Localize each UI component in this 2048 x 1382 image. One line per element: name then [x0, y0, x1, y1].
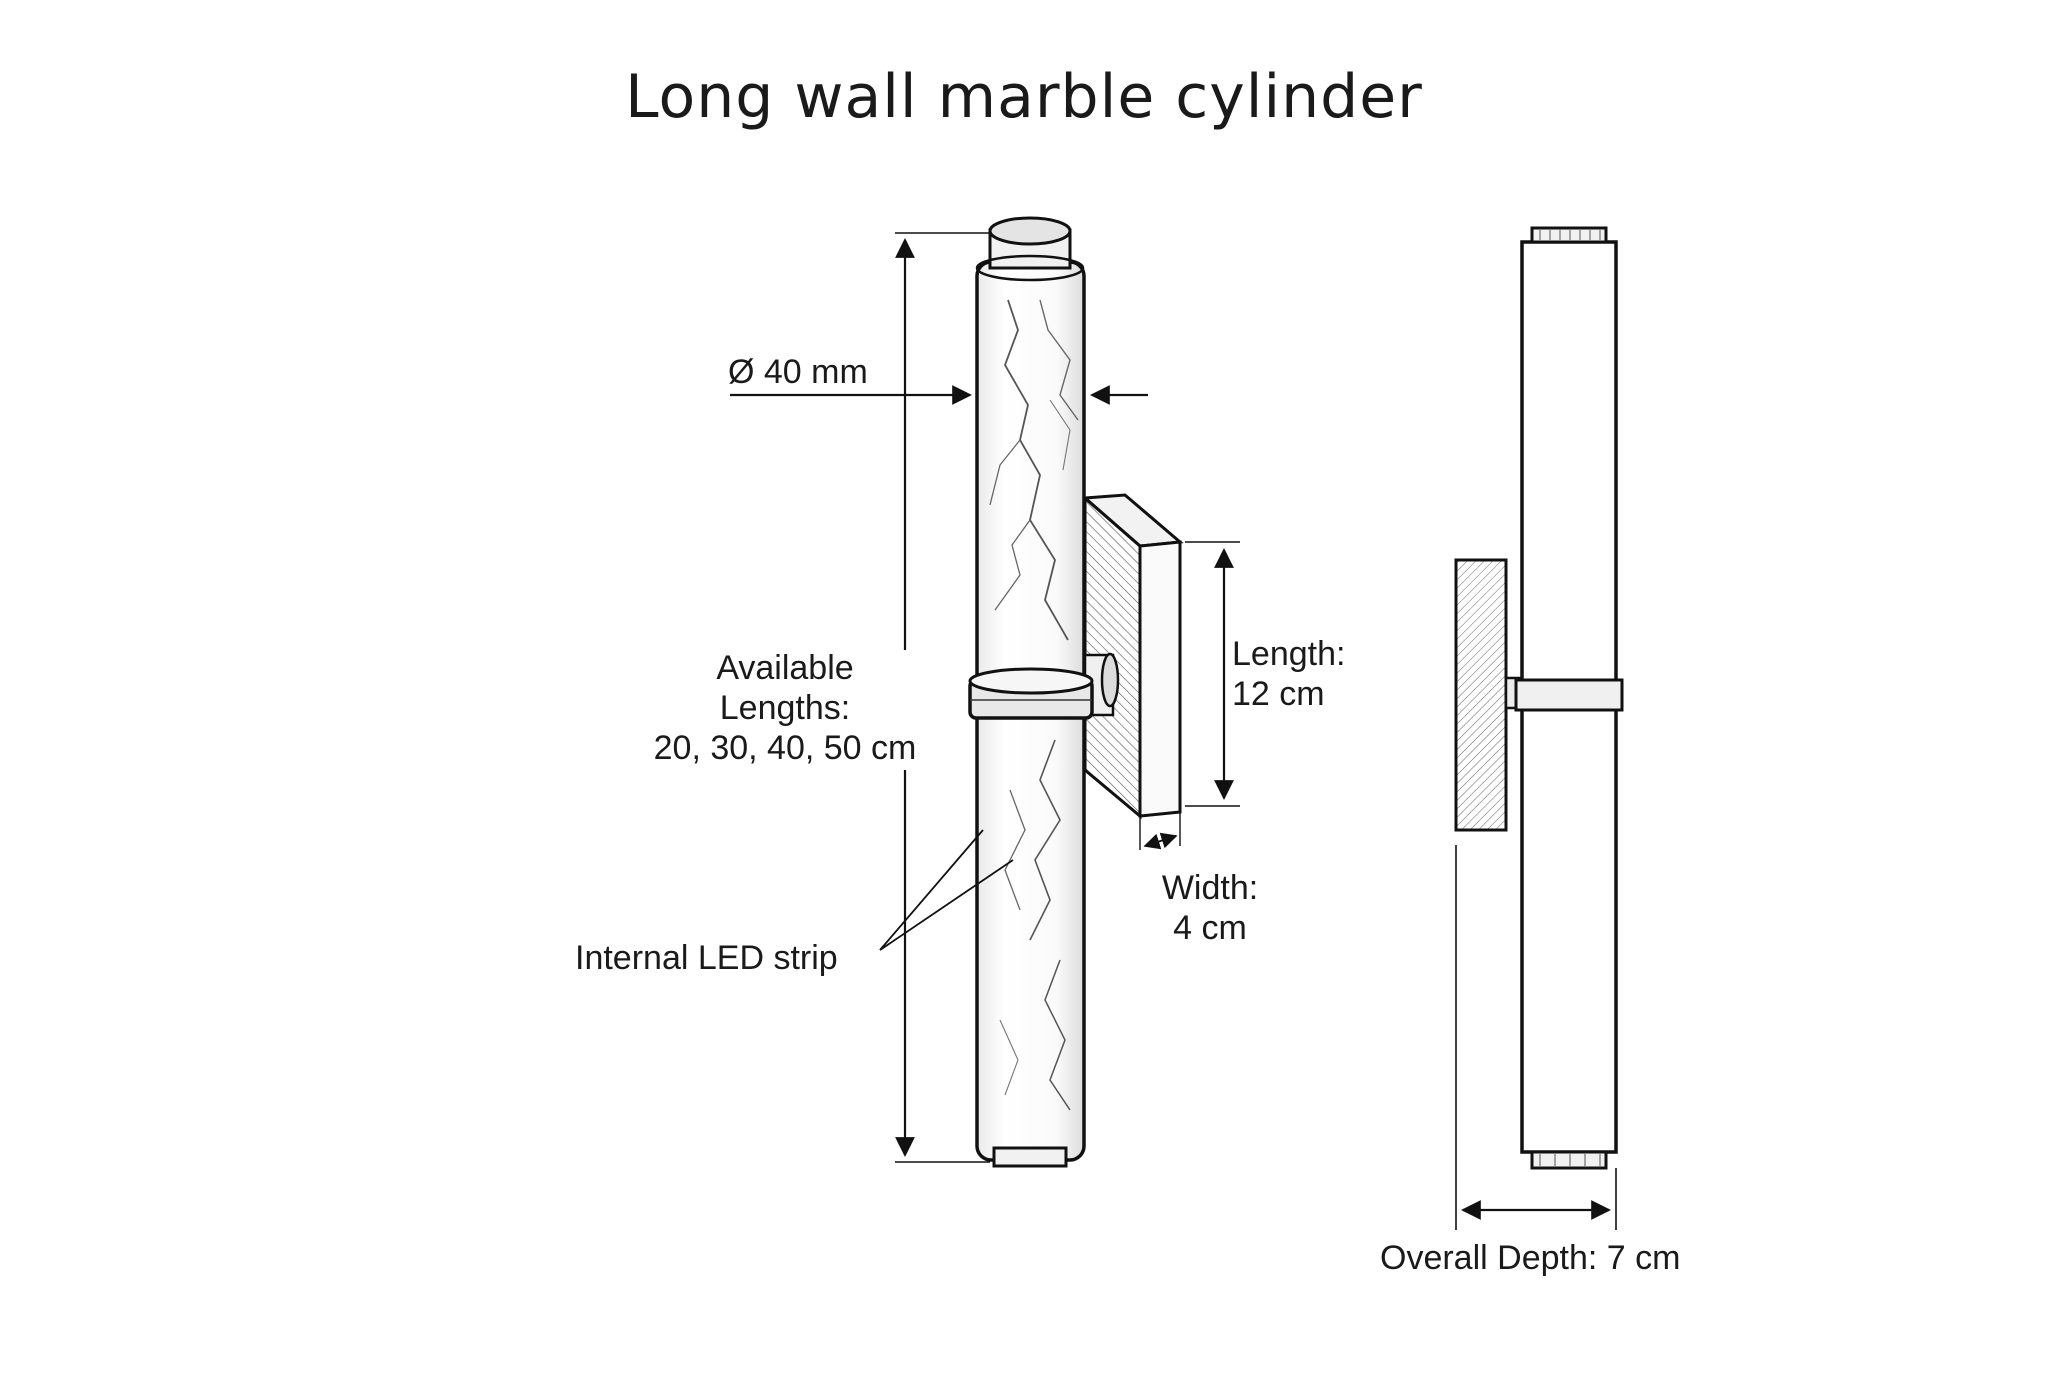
plate-length-dimension	[1185, 541, 1240, 807]
plate-width-dimension	[1139, 812, 1181, 850]
marble-cylinder	[968, 216, 1094, 1168]
available-lengths-line1: Available	[716, 649, 854, 687]
plate-length-line2: 12 cm	[1232, 675, 1325, 713]
available-lengths-line2: Lengths:	[719, 689, 851, 727]
length-dimension	[895, 232, 990, 1163]
led-strip-label: Internal LED strip	[575, 939, 838, 977]
side-view	[1454, 226, 1624, 1230]
available-lengths-label: Available Lengths: 20, 30, 40, 50 cm	[625, 648, 945, 768]
plate-width-line2: 4 cm	[1173, 909, 1247, 947]
plate-width-label: Width: 4 cm	[1140, 868, 1280, 948]
plate-length-line1: Length:	[1232, 635, 1346, 673]
available-lengths-line3: 20, 30, 40, 50 cm	[653, 729, 917, 767]
overall-depth-label: Overall Depth: 7 cm	[1380, 1239, 1681, 1277]
plate-length-label: Length: 12 cm	[1232, 634, 1345, 714]
diagram-title: Long wall marble cylinder	[625, 62, 1423, 132]
diameter-label: Ø 40 mm	[728, 353, 868, 391]
plate-width-line1: Width:	[1161, 869, 1259, 907]
led-leader-lines	[879, 829, 1014, 951]
perspective-view	[730, 216, 1240, 1168]
